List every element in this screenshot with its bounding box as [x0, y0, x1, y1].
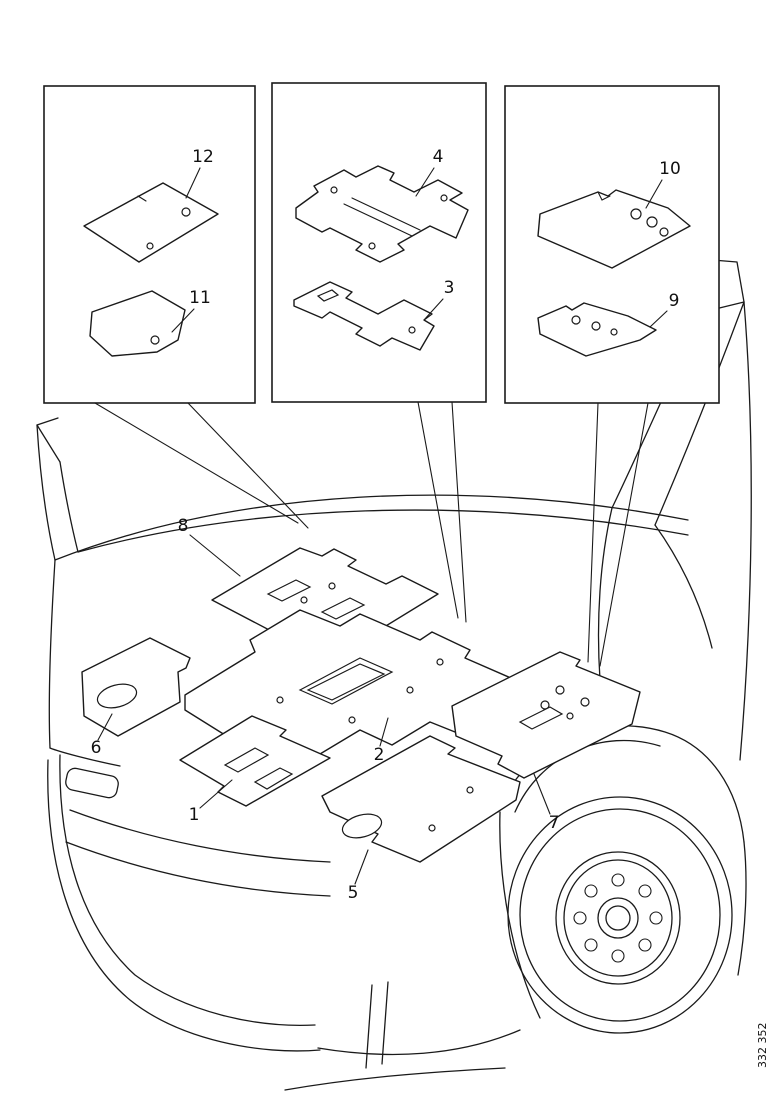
- callout-4-leader: [415, 167, 435, 197]
- callout-5-label: 5: [348, 883, 359, 903]
- callout-12-leader: [185, 167, 201, 199]
- truck-cab-outline: [36, 257, 752, 761]
- rim-inner: [563, 859, 673, 977]
- callout-3-label: 3: [444, 278, 455, 298]
- inset-box-left: 12 11: [43, 85, 256, 404]
- panel-item-12: [83, 182, 219, 263]
- hub-center: [605, 905, 631, 931]
- callout-10-leader: [645, 179, 663, 209]
- callout-8-label: 8: [178, 516, 189, 536]
- callout-1-leader: [199, 779, 233, 809]
- callout-6-leader: [97, 713, 113, 741]
- callout-11-label: 11: [189, 288, 211, 308]
- front-bumper: [47, 747, 521, 1091]
- callout-8-leader: [189, 534, 241, 577]
- callout-10-label: 10: [659, 159, 681, 179]
- callout-11-leader: [171, 308, 195, 333]
- mat-item-6: [81, 637, 191, 737]
- callout-7-label: 7: [549, 813, 560, 833]
- lug-nuts: [573, 873, 663, 963]
- inset-leader-lines: [94, 401, 649, 667]
- floor-mats-assembly: [81, 547, 641, 863]
- front-wheel: [497, 725, 747, 1034]
- panel-item-11: [89, 290, 186, 357]
- callout-9-label: 9: [669, 291, 680, 311]
- rim-outer: [555, 851, 681, 985]
- callout-2-leader: [379, 717, 389, 747]
- left-marker-lamp: [65, 767, 119, 799]
- inset-box-right: 10 9: [504, 85, 720, 404]
- callout-12-label: 12: [192, 147, 214, 167]
- callout-5-leader: [354, 849, 369, 885]
- main-view-callouts: 8 6 1 2 5 7: [91, 516, 560, 903]
- mat-item-7: [451, 651, 641, 779]
- mat-item-1: [179, 715, 331, 807]
- tire-inner: [519, 808, 721, 1022]
- callout-4-label: 4: [433, 147, 444, 167]
- panel-item-10: [537, 189, 691, 269]
- doc-code: 332 352: [756, 1023, 769, 1069]
- hub: [597, 897, 639, 939]
- tire-outer: [507, 796, 733, 1034]
- callout-6-label: 6: [91, 738, 102, 758]
- callout-9-leader: [649, 310, 668, 328]
- callout-7-leader: [533, 773, 551, 815]
- callout-1-label: 1: [189, 805, 200, 825]
- mat-item-5: [321, 735, 521, 863]
- callout-3-leader: [423, 298, 444, 321]
- inset-box-center: 4 3: [271, 82, 487, 403]
- callout-2-label: 2: [374, 745, 385, 765]
- panel-item-4: [295, 165, 469, 263]
- panel-item-3: [293, 281, 435, 351]
- panel-item-9: [537, 302, 657, 357]
